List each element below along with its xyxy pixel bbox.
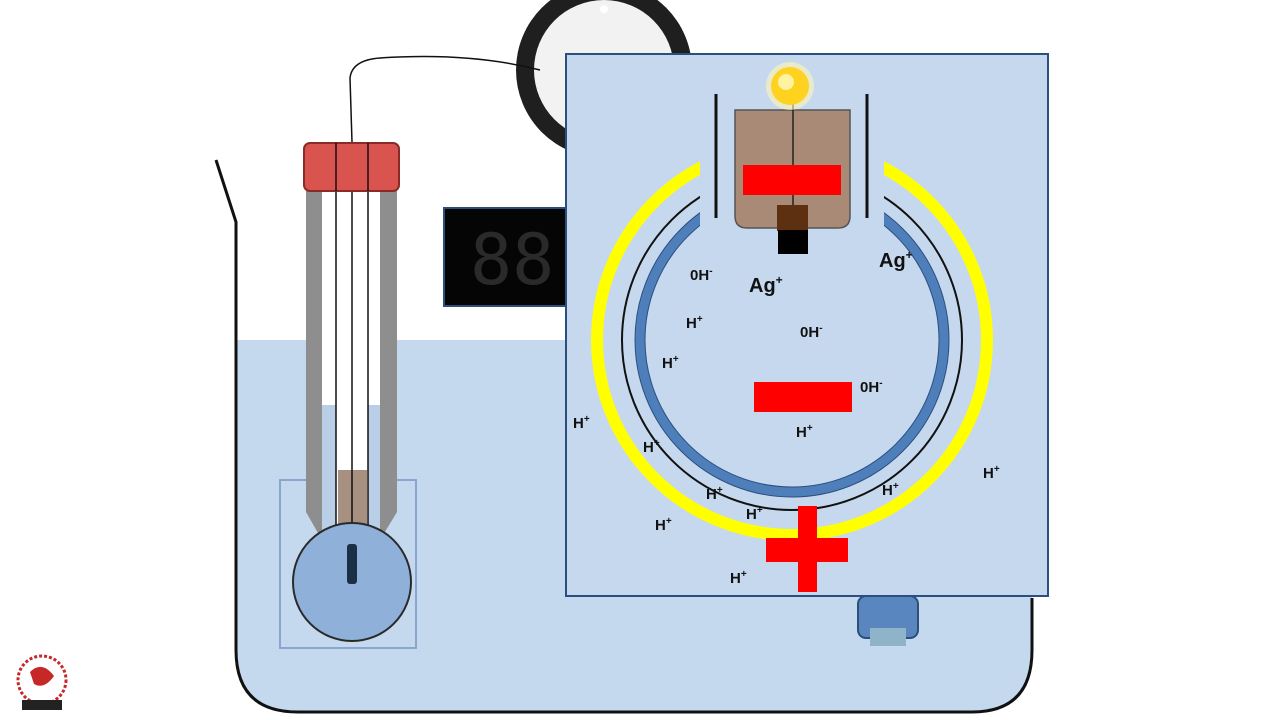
glass-electrode xyxy=(279,142,417,649)
ion-h-4: H+ xyxy=(796,423,813,441)
meter-screw-top xyxy=(600,5,608,13)
probe-tip-frit xyxy=(870,628,906,646)
ion-h-2: H+ xyxy=(662,354,679,372)
negative-charge-electrode xyxy=(743,165,841,195)
ion-h-9: H+ xyxy=(746,505,763,523)
electrode-cap xyxy=(303,142,400,192)
ion-h-10: H+ xyxy=(655,516,672,534)
logo-icon xyxy=(16,654,68,710)
bulb-icon xyxy=(766,62,814,110)
zoom-panel: 0H- Ag+ Ag+ H+ 0H- H+ 0H- H+ H+ H+ H+ H+… xyxy=(565,53,1049,597)
ion-ag-1: Ag+ xyxy=(749,273,783,297)
display-housing xyxy=(443,207,575,307)
negative-charge-inner xyxy=(754,382,852,412)
probe-tip xyxy=(857,595,919,646)
ion-h-7: H+ xyxy=(706,485,723,503)
ion-h-5: H+ xyxy=(643,438,660,456)
electrode-junction xyxy=(777,205,808,231)
beaker-outline xyxy=(214,159,1034,714)
meter-screw-left xyxy=(527,123,535,131)
ion-oh-3: 0H- xyxy=(860,378,883,396)
ion-oh-1: 0H- xyxy=(690,266,713,284)
ion-h-3: H+ xyxy=(573,414,590,432)
electrode-tip xyxy=(347,544,357,584)
ion-h-6: H+ xyxy=(983,464,1000,482)
ion-h-8: H+ xyxy=(882,481,899,499)
ion-h-1: H+ xyxy=(686,314,703,332)
ion-ag-2: Ag+ xyxy=(879,248,913,272)
ion-labels: 0H- Ag+ Ag+ H+ 0H- H+ 0H- H+ H+ H+ H+ H+… xyxy=(573,248,1000,587)
electrode-tip-black xyxy=(778,230,808,254)
ion-h-11: H+ xyxy=(730,569,747,587)
ion-oh-2: 0H- xyxy=(800,323,823,341)
connecting-wire xyxy=(349,55,541,143)
positive-charge xyxy=(766,506,848,592)
